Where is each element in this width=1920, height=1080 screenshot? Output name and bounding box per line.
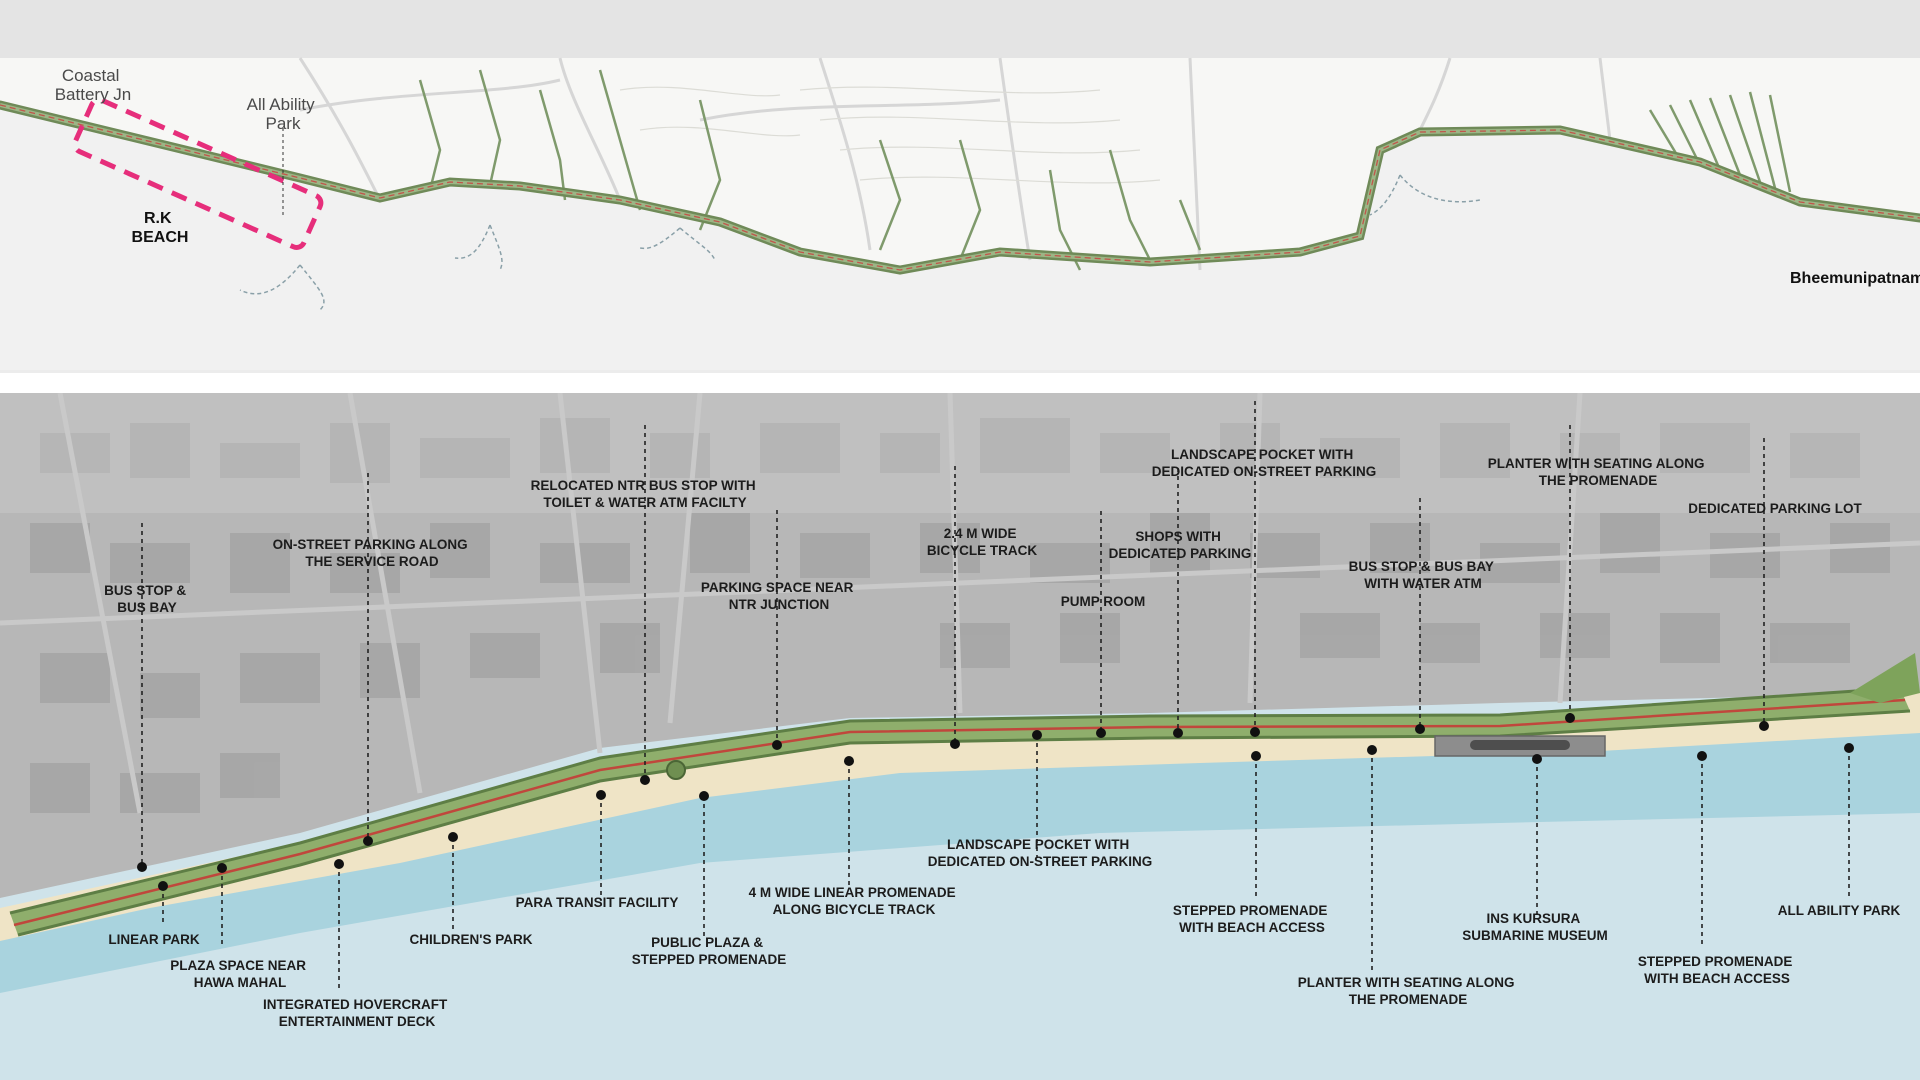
callout-parking-ntr-junction: PARKING SPACE NEAR NTR JUNCTION (701, 580, 857, 612)
callout-planter-seating-bottom: PLANTER WITH SEATING ALONG THE PROMENADE (1298, 975, 1519, 1007)
callout-plaza-hawa-mahal: PLAZA SPACE NEAR HAWA MAHAL (170, 958, 310, 990)
callout-childrens-park: CHILDREN'S PARK (410, 932, 533, 947)
callout-bus-stop-bus-bay: BUS STOP & BUS BAY (104, 583, 190, 615)
callout-shops-dedicated-parking: SHOPS WITH DEDICATED PARKING (1109, 529, 1252, 561)
bheemunipatnam-label: Bheemunipatnam (1790, 270, 1920, 287)
callout-pump-room: PUMP ROOM (1061, 594, 1146, 609)
callout-linear-park: LINEAR PARK (108, 932, 200, 947)
callout-bicycle-track: 2.4 M WIDE BICYCLE TRACK (927, 526, 1037, 558)
callout-all-ability-park: ALL ABILITY PARK (1778, 903, 1901, 918)
callout-bus-stop-water-atm: BUS STOP & BUS BAY WITH WATER ATM (1349, 559, 1498, 591)
callout-on-street-parking: ON-STREET PARKING ALONG THE SERVICE ROAD (273, 537, 472, 569)
callout-dedicated-parking-lot: DEDICATED PARKING LOT (1688, 501, 1862, 516)
callout-leaders (137, 401, 1854, 989)
callout-stepped-promenade-1: STEPPED PROMENADE WITH BEACH ACCESS (1173, 903, 1331, 935)
coastal-battery-label: Coastal Battery Jn (55, 66, 132, 104)
detail-map: BUS STOP & BUS BAY ON-STREET PARKING ALO… (0, 393, 1920, 1080)
rk-beach-label: R.K BEACH (132, 210, 189, 246)
callout-planter-seating-top: PLANTER WITH SEATING ALONG THE PROMENADE (1488, 456, 1709, 488)
all-ability-park-label: All Ability Park (247, 95, 320, 133)
overview-land (0, 58, 1920, 270)
callout-relocated-ntr-bus-stop: RELOCATED NTR BUS STOP WITH TOILET & WAT… (531, 478, 760, 510)
stream-lines (418, 69, 1792, 271)
callout-hovercraft-deck: INTEGRATED HOVERCRAFT ENTERTAINMENT DECK (263, 997, 451, 1029)
rk-beach-highlight (72, 97, 324, 250)
callout-linear-promenade: 4 M WIDE LINEAR PROMENADE ALONG BICYCLE … (749, 885, 960, 917)
callout-ins-kursura: INS KURSURA SUBMARINE MUSEUM (1462, 911, 1608, 943)
callout-para-transit: PARA TRANSIT FACILITY (516, 895, 679, 910)
ntr-roundabout (666, 760, 686, 780)
callout-public-plaza: PUBLIC PLAZA & STEPPED PROMENADE (632, 935, 787, 967)
callout-stepped-promenade-2: STEPPED PROMENADE WITH BEACH ACCESS (1638, 954, 1796, 986)
overview-map: Coastal Battery Jn All Ability Park R.K … (0, 0, 1920, 373)
bicycle-track-line (13, 698, 1906, 927)
callout-landscape-pocket-bottom: LANDSCAPE POCKET WITH DEDICATED ON-STREE… (928, 837, 1153, 869)
callout-landscape-pocket-top: LANDSCAPE POCKET WITH DEDICATED ON-STREE… (1152, 447, 1377, 479)
